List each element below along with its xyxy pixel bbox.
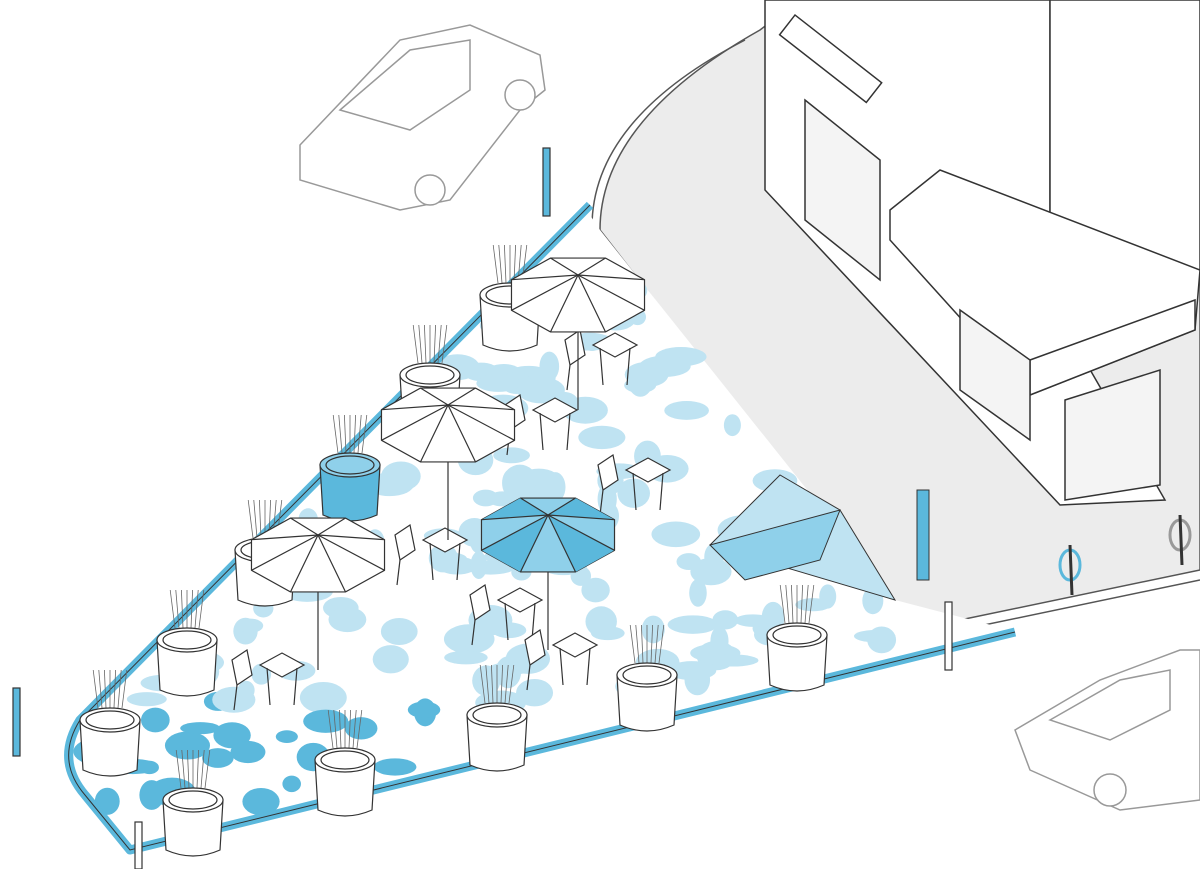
plaza-dot <box>344 717 378 740</box>
planter <box>766 584 828 692</box>
car-parked-bottom <box>1014 649 1200 811</box>
bike-racks <box>1058 514 1192 596</box>
plaza-dot <box>489 662 535 675</box>
plaza-dot <box>581 577 610 603</box>
plaza-dot <box>639 355 691 377</box>
umbrella <box>510 257 646 410</box>
planter <box>319 414 381 522</box>
car-parked-top <box>299 24 546 211</box>
plaza-dot <box>819 584 837 609</box>
cafe-table-set <box>597 454 672 516</box>
plaza-dot <box>380 617 418 645</box>
plaza-dot <box>372 645 409 674</box>
plaza-dot <box>689 579 707 607</box>
plaza-dot <box>180 722 221 735</box>
plaza-dot <box>444 650 488 665</box>
plaza-dot <box>140 707 170 733</box>
planter <box>156 589 218 697</box>
plaza-dot <box>585 606 617 637</box>
plaza-dot <box>641 615 665 644</box>
plaza-dot <box>282 775 301 793</box>
plaza-dot <box>230 740 266 764</box>
plaza-dot <box>242 787 280 816</box>
plaza-dot <box>690 557 732 586</box>
plaza-dot <box>503 464 537 496</box>
cafe-table-set <box>469 584 544 646</box>
plaza-dot <box>617 478 650 508</box>
plaza-dot <box>373 758 417 776</box>
planter <box>314 709 376 817</box>
plaza-dot <box>710 626 729 656</box>
plaza-dot <box>126 692 167 707</box>
plaza-dot <box>667 615 719 634</box>
cafe-table-set <box>564 329 639 391</box>
plaza-dot <box>487 491 518 507</box>
plaza-dot <box>516 679 554 707</box>
plaza-dot <box>202 748 234 768</box>
plaza-dot <box>712 610 739 630</box>
plaza-dot <box>664 401 709 420</box>
plaza-dot <box>428 543 458 573</box>
umbrella <box>380 387 516 540</box>
umbrella <box>250 517 386 670</box>
planter <box>466 664 528 772</box>
plaza-dot <box>562 396 608 424</box>
plaza-dot <box>470 551 488 580</box>
plaza-dot <box>707 654 759 667</box>
plaza-dot <box>578 425 626 450</box>
plaza-dot <box>734 614 771 627</box>
plaza-dot <box>381 461 421 492</box>
plaza-dot <box>517 377 565 404</box>
building <box>764 0 1200 506</box>
plaza-dot <box>303 709 349 733</box>
plaza-dot <box>853 629 896 643</box>
plaza-dot <box>476 374 521 392</box>
cafe-table-set <box>394 524 469 586</box>
plaza-dot <box>651 521 701 548</box>
shop-sign <box>778 13 883 104</box>
umbrella <box>480 497 616 650</box>
planter <box>162 749 224 857</box>
storefront-window <box>1064 368 1161 501</box>
plaza-dot <box>407 701 441 719</box>
planter <box>616 624 678 732</box>
bollards <box>12 147 953 869</box>
plaza-dot <box>493 447 530 464</box>
plaza-dot <box>667 661 717 681</box>
plaza-dot <box>237 618 264 633</box>
plaza-dot <box>539 351 560 382</box>
cafe-table-set <box>231 649 306 711</box>
ramp-edge <box>709 509 841 581</box>
plaza-dot <box>472 665 501 697</box>
plaza-dot <box>723 414 741 437</box>
plaza-dot <box>328 606 367 633</box>
cafe-table-set <box>524 629 599 691</box>
plaza-dot <box>212 686 256 713</box>
plaza-dot <box>299 681 347 714</box>
plaza-dot <box>275 730 298 744</box>
sign-post <box>916 489 930 581</box>
planter <box>79 669 141 777</box>
